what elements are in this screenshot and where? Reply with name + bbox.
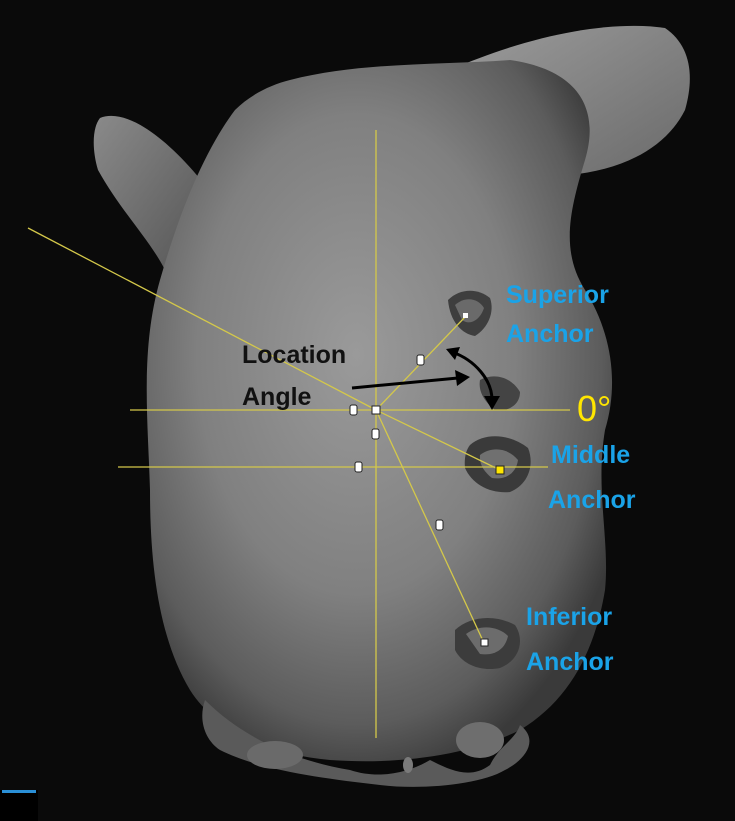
location-angle-label-line2: Angle bbox=[242, 383, 311, 412]
corner-indicator bbox=[0, 790, 38, 821]
marker-tag-5 bbox=[436, 520, 443, 530]
superior-anchor-point bbox=[463, 313, 468, 318]
inferior-anchor-label-line1: Inferior bbox=[526, 603, 612, 632]
superior-anchor-label-line1: Superior bbox=[506, 281, 609, 310]
marker-tag-2 bbox=[350, 405, 357, 415]
center-point bbox=[372, 406, 380, 414]
marker-tag-4 bbox=[355, 462, 362, 472]
superior-anchor-label-line2: Anchor bbox=[506, 320, 594, 349]
inferior-anchor-point bbox=[481, 639, 488, 646]
marker-tag-3 bbox=[372, 429, 379, 439]
middle-anchor-label-line1: Middle bbox=[551, 441, 630, 470]
zero-degree-label: 0° bbox=[577, 388, 611, 429]
location-angle-label-line1: Location bbox=[242, 341, 346, 370]
marker-tag-1 bbox=[417, 355, 424, 365]
corner-indicator-bar bbox=[2, 790, 36, 793]
inferior-anchor-label-line2: Anchor bbox=[526, 648, 614, 677]
middle-anchor-label-line2: Anchor bbox=[548, 486, 636, 515]
middle-anchor-point bbox=[496, 466, 504, 474]
